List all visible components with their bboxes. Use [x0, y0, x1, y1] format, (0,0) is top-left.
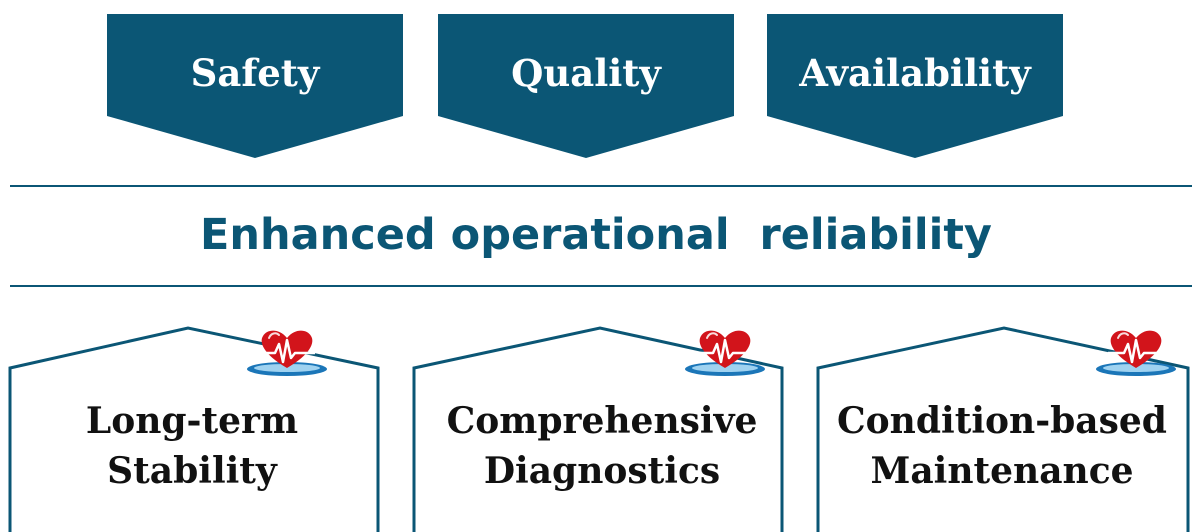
box-label-condition-based-maintenance: Condition-based Maintenance [812, 396, 1192, 496]
chevron-availability: Availability [767, 14, 1063, 158]
box-outline-condition-based-maintenance [816, 326, 1190, 532]
box-label-line-2: Maintenance [870, 450, 1134, 492]
box-label-comprehensive-diagnostics: Comprehensive Diagnostics [412, 396, 792, 496]
box-outline-long-term-stability [8, 326, 380, 532]
box-label-line-2: Diagnostics [483, 450, 721, 492]
heart-ecg-icon [1096, 330, 1176, 376]
box-label-line-1: Condition-based [837, 400, 1167, 442]
heart-ecg-icon [685, 330, 765, 376]
box-label-line-1: Long-term [85, 400, 299, 442]
center-heading: Enhanced operational reliability [200, 210, 992, 260]
chevron-label-quality: Quality [511, 51, 661, 95]
chevron-label-safety: Safety [190, 51, 320, 95]
box-outline-comprehensive-diagnostics [412, 326, 784, 532]
chevron-safety: Safety [107, 14, 403, 158]
chevron-quality: Quality [438, 14, 734, 158]
bottom-divider [10, 285, 1192, 287]
box-label-long-term-stability: Long-term Stability [2, 396, 382, 496]
top-divider [10, 185, 1192, 187]
box-label-line-1: Comprehensive [446, 400, 758, 442]
chevron-label-availability: Availability [799, 51, 1031, 95]
heart-ecg-icon [247, 330, 327, 376]
box-label-line-2: Stability [107, 450, 277, 492]
